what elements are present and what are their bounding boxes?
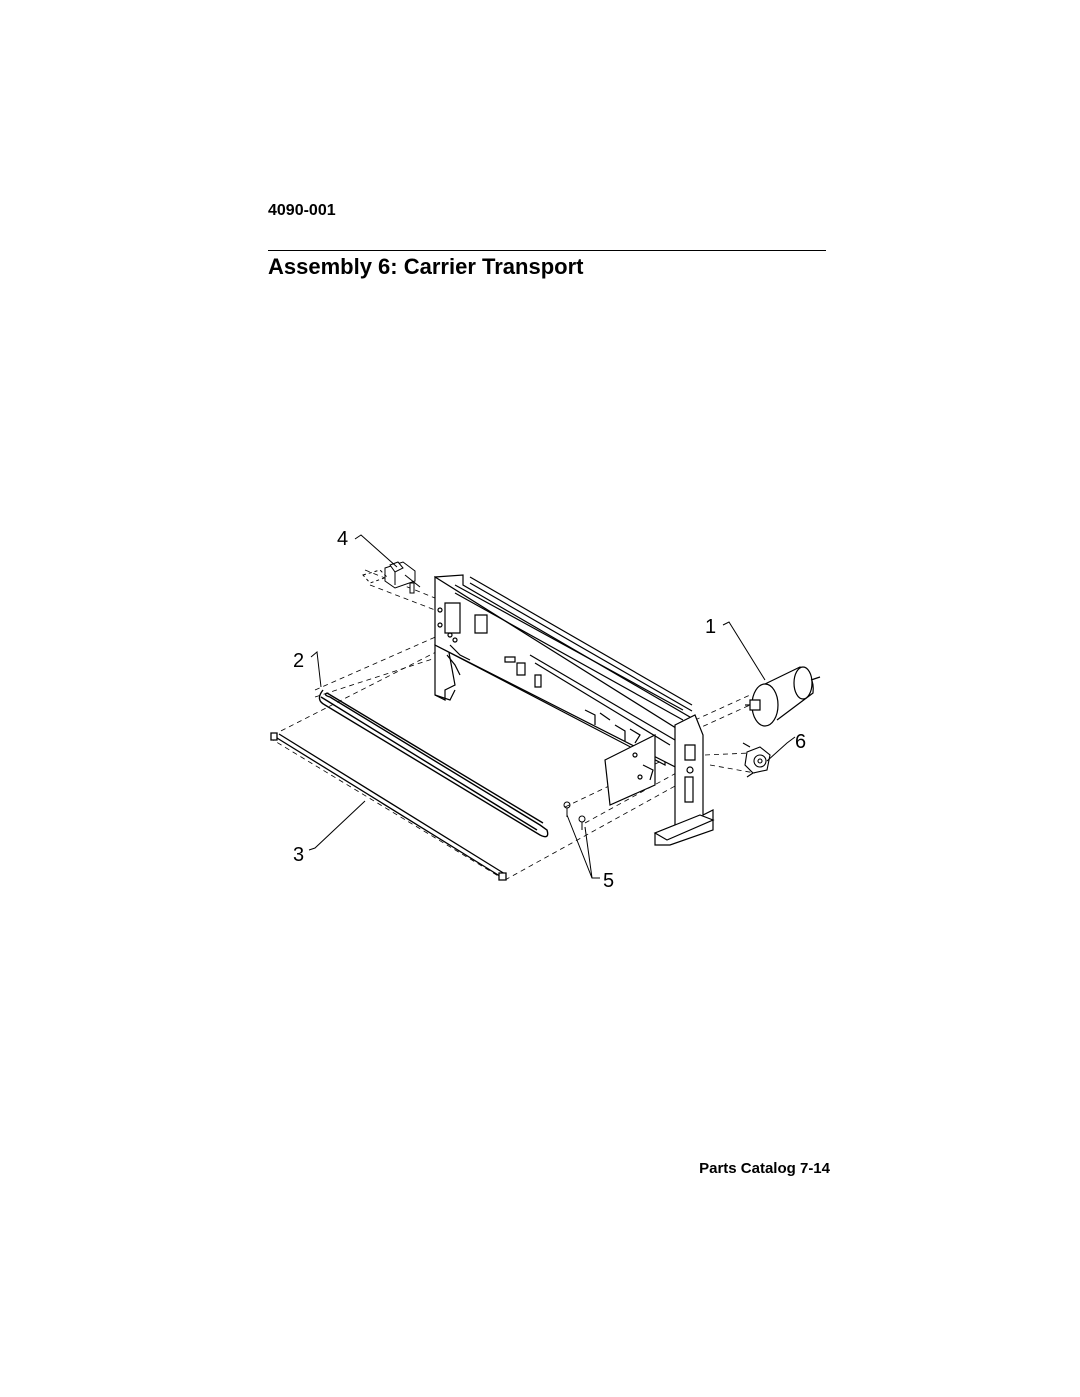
- part-3-rod: [271, 733, 506, 880]
- callout-6: 6: [795, 731, 806, 753]
- title-rule: [268, 250, 826, 251]
- part-2-belt: [319, 690, 547, 837]
- part-6-pulley: [743, 743, 770, 777]
- part-4-sensor: [363, 562, 420, 593]
- model-number: 4090-001: [268, 202, 336, 219]
- callout-5: 5: [603, 870, 614, 892]
- page-footer: Parts Catalog 7-14: [699, 1160, 830, 1177]
- callout-2: 2: [293, 650, 304, 672]
- exploded-parts-diagram: 4 2 3 1 6 5: [255, 528, 835, 892]
- callout-3: 3: [293, 844, 304, 866]
- page-title: Assembly 6: Carrier Transport: [268, 254, 584, 279]
- callout-leaders: [309, 535, 795, 878]
- callout-1: 1: [705, 616, 716, 638]
- callout-4: 4: [337, 528, 348, 550]
- main-frame: [435, 575, 713, 845]
- part-1-motor: [745, 667, 820, 726]
